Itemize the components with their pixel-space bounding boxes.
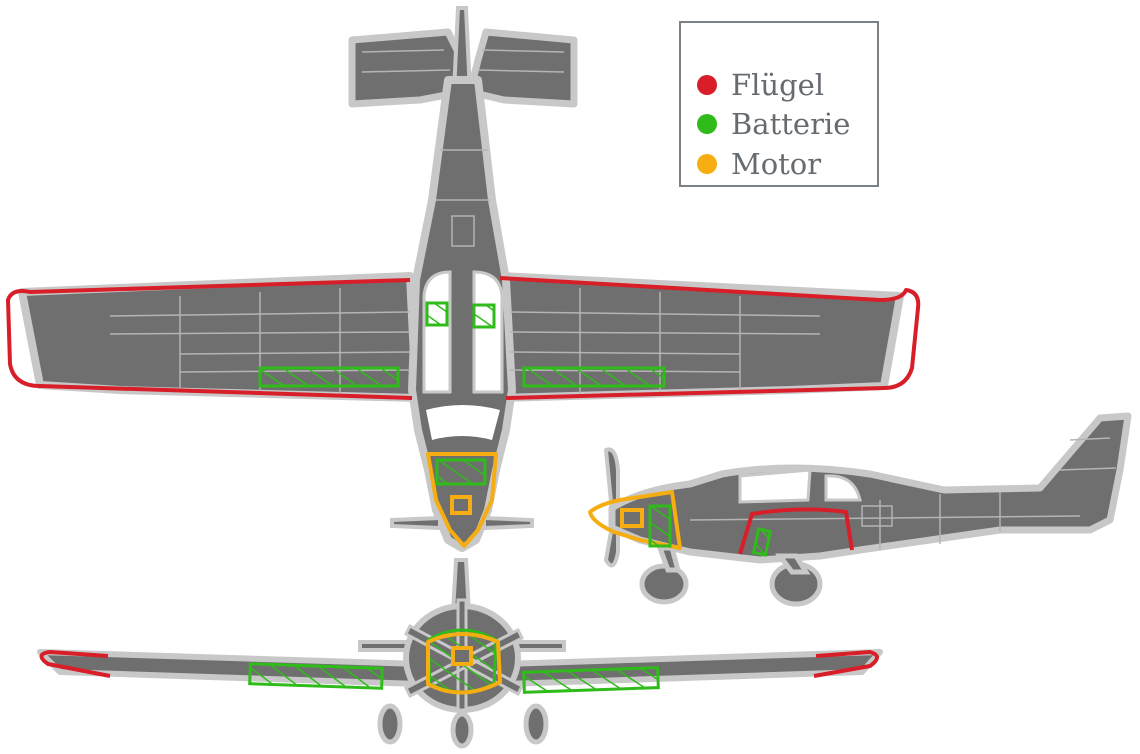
top-view-battery-cockpit-left bbox=[425, 301, 449, 327]
legend-dot-motor bbox=[697, 154, 717, 174]
side-view-fuselage bbox=[608, 412, 1132, 564]
legend-label-battery: Batterie bbox=[731, 107, 851, 141]
top-view-wing-outline-left bbox=[6, 278, 413, 400]
legend-label-wing: Flügel bbox=[731, 68, 825, 102]
front-view-aircraft bbox=[37, 558, 883, 749]
side-view-battery-engine bbox=[648, 504, 672, 548]
top-view-nose-gear bbox=[390, 515, 534, 531]
legend-item-battery: Batterie bbox=[697, 104, 850, 144]
side-view-wing-outline bbox=[738, 507, 854, 555]
side-view-battery-wing bbox=[751, 527, 773, 557]
top-view-windshield bbox=[426, 405, 500, 440]
top-view-battery-wing-left bbox=[258, 366, 400, 388]
top-view-canopy-right bbox=[472, 270, 504, 394]
legend-dot-wing bbox=[697, 75, 717, 95]
front-view-landing-gear bbox=[377, 703, 549, 749]
legend-item-wing: Flügel bbox=[697, 65, 824, 105]
legend-label-motor: Motor bbox=[731, 147, 822, 181]
front-view-wingtip-left bbox=[39, 650, 111, 678]
top-view-motor-core bbox=[450, 495, 472, 515]
legend-item-motor: Motor bbox=[697, 144, 821, 184]
front-view-battery-wing-right bbox=[522, 666, 660, 694]
top-view-battery-cockpit-right bbox=[472, 303, 496, 329]
side-view-motor bbox=[588, 490, 682, 550]
side-view-canopy-rear bbox=[824, 474, 862, 502]
top-view-battery-wing-right bbox=[522, 366, 666, 388]
legend: Flügel Batterie Motor bbox=[679, 21, 879, 187]
front-view-motor bbox=[426, 632, 502, 695]
side-view-aircraft bbox=[588, 412, 1132, 607]
top-view-aircraft bbox=[6, 6, 921, 552]
top-view-battery-nose bbox=[435, 458, 487, 486]
legend-dot-battery bbox=[697, 114, 717, 134]
side-view-motor-core bbox=[620, 508, 644, 528]
side-view-landing-gear bbox=[639, 545, 823, 607]
top-view-motor bbox=[426, 452, 498, 548]
front-view-motor-core bbox=[451, 646, 473, 666]
front-view-battery-wing-left bbox=[248, 662, 384, 690]
front-view-wingtip-right bbox=[813, 650, 879, 678]
side-view-canopy-front bbox=[738, 468, 812, 504]
top-view-panel-lines bbox=[109, 49, 821, 394]
side-view-panel-lines bbox=[689, 437, 1117, 550]
top-view-canopy bbox=[422, 270, 452, 394]
top-view-wing-outline-right bbox=[499, 276, 921, 400]
